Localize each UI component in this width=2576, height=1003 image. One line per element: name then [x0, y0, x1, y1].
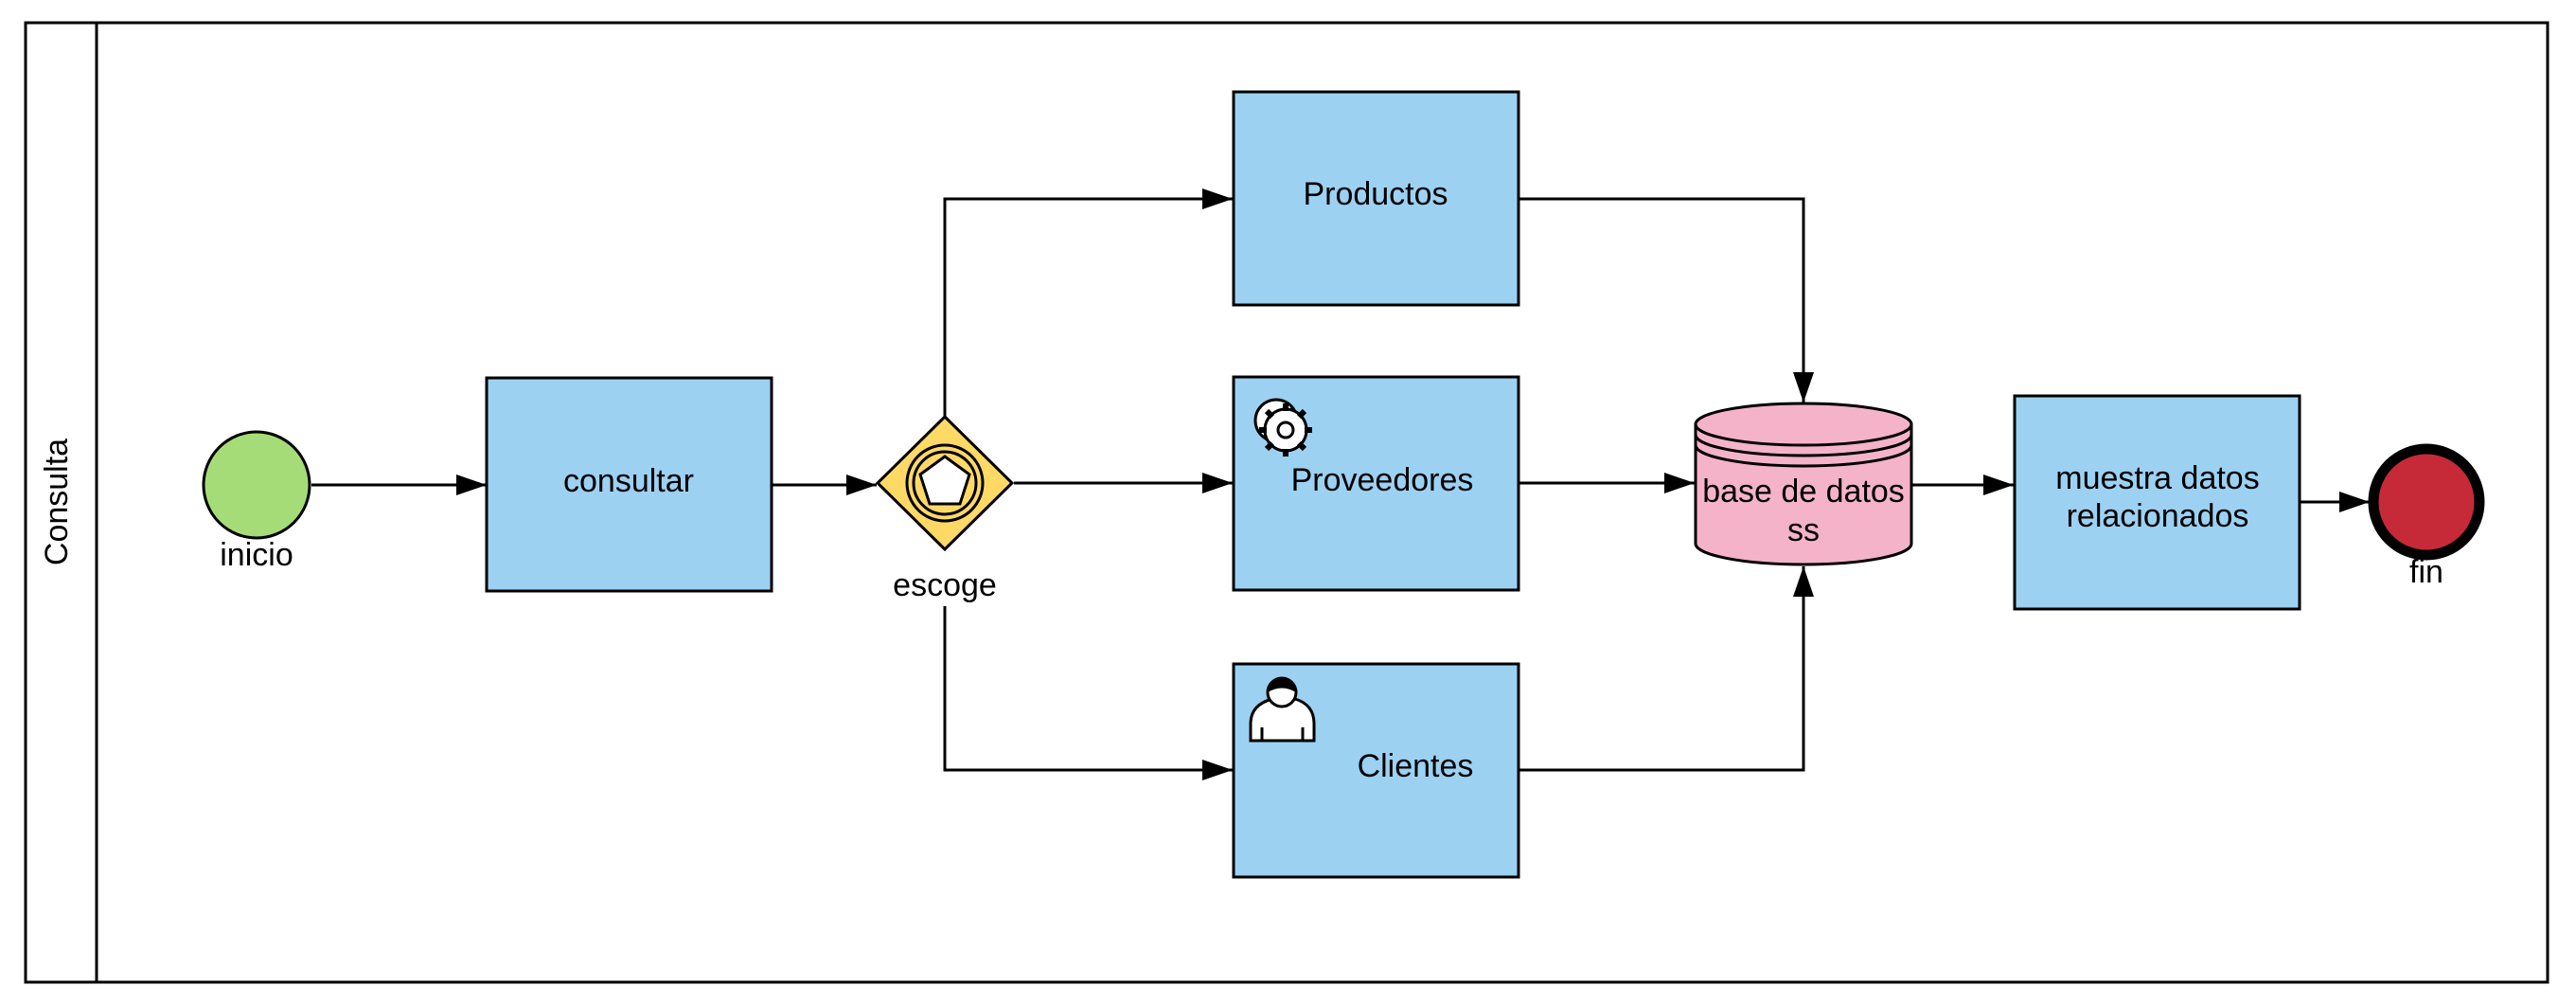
flow-clientes-to-db[interactable]: [1519, 566, 1814, 772]
datastore-label-line1: base de datos: [1702, 474, 1905, 510]
start-event[interactable]: inicio: [202, 430, 311, 573]
datastore[interactable]: base de datos ss: [1694, 402, 1913, 566]
gateway-label: escoge: [893, 567, 997, 603]
sequence-flows: [311, 188, 2370, 780]
pentagon-icon: [918, 455, 971, 506]
start-event-label: inicio: [220, 537, 293, 573]
task-muestra[interactable]: muestra datos relacionados: [2013, 394, 2301, 611]
gear-icon-teeth: [1259, 403, 1312, 457]
task-consultar-box[interactable]: [485, 376, 773, 593]
gear-icon: [1253, 398, 1312, 457]
task-productos-label: Productos: [1303, 176, 1448, 212]
task-consultar-label: consultar: [563, 463, 694, 499]
gateway-inner-ring: [912, 450, 978, 516]
task-productos-box[interactable]: [1232, 90, 1520, 307]
gateway-escoge[interactable]: escoge: [875, 414, 1015, 603]
gear-icon-front-hub: [1276, 421, 1295, 439]
flow-escoge-to-productos[interactable]: [943, 188, 1233, 417]
user-icon: [1249, 676, 1316, 743]
task-clientes-label: Clientes: [1358, 748, 1474, 784]
pool-frame: [24, 21, 2549, 984]
task-muestra-box[interactable]: [2013, 394, 2301, 611]
user-icon-hair: [1268, 678, 1296, 692]
gateway-outer-ring: [905, 443, 985, 523]
end-event-label: fin: [2409, 554, 2443, 590]
task-muestra-label-line2: relacionados: [2067, 498, 2249, 534]
datastore-label-line2: ss: [1787, 512, 1820, 548]
pool: Consulta: [24, 21, 2549, 984]
task-muestra-label-line1: muestra datos: [2055, 460, 2259, 496]
datastore-ring-2: [1694, 444, 1913, 468]
datastore-ring-1: [1694, 434, 1913, 457]
lane-label: Consulta: [39, 439, 75, 565]
end-event-circle[interactable]: [2368, 443, 2485, 561]
task-clientes[interactable]: Clientes: [1232, 662, 1520, 879]
flow-escoge-to-clientes[interactable]: [943, 606, 1233, 780]
flow-productos-to-db[interactable]: [1519, 197, 1814, 403]
task-productos[interactable]: Productos: [1232, 90, 1520, 307]
task-proveedores-label: Proveedores: [1291, 462, 1474, 498]
task-proveedores[interactable]: Proveedores: [1232, 375, 1520, 592]
start-event-circle[interactable]: [202, 430, 311, 540]
end-event[interactable]: fin: [2368, 443, 2485, 590]
task-consultar[interactable]: consultar: [485, 376, 773, 593]
datastore-body[interactable]: [1694, 422, 1913, 566]
datastore-top: [1694, 402, 1913, 447]
